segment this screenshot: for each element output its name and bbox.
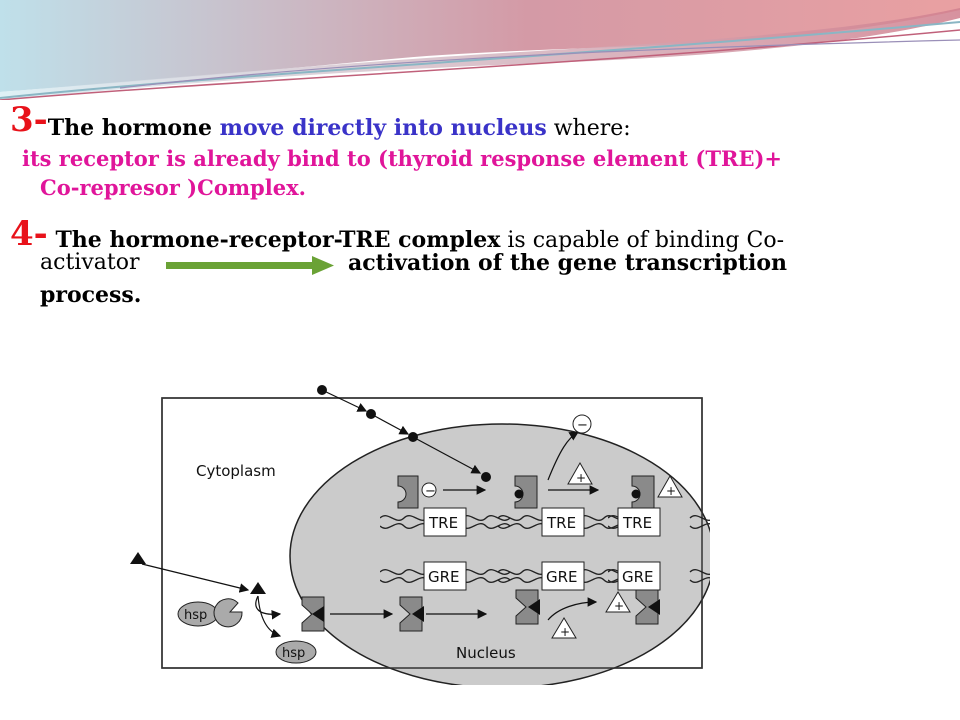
header-wave-decoration [0,0,960,100]
point-4-line: 4- The hormone-receptor-TRE complex is c… [10,214,784,254]
gre-label-2: GRE [546,568,578,586]
plus-sign-1: + [576,471,586,485]
point-3-number: 3- [10,100,48,140]
point-4-complex: The hormone-receptor-TRE complex [47,227,501,253]
point-3-highlight: move directly into nucleus [219,115,547,141]
hsp-label-2: hsp [282,646,305,661]
point-3-where: where: [546,116,631,141]
plus-sign-2: + [666,484,676,498]
nucleus-label: Nucleus [456,644,516,662]
activator-word: activator [40,250,140,275]
minus-sign-2: − [577,418,588,433]
gre-label-1: GRE [428,568,460,586]
point-4-number: 4- [10,214,48,254]
activation-text: activation of the gene transcription [348,250,788,276]
receptor-text-line-2: Co-represor )Complex. [40,175,306,200]
tre-label-2: TRE [546,514,576,532]
green-right-arrow-icon [166,256,334,275]
minus-sign-1: − [425,484,436,499]
point-3-subject: The hormone [47,115,220,141]
hsp-label-1: hsp [184,608,207,623]
gre-label-3: GRE [622,568,654,586]
hormone-action-diagram: Cytoplasm Nucleus TRE − TRE − + TRE + GR… [130,385,710,685]
activator-line: activator activation of the gene transcr… [40,250,860,280]
plus-sign-3: + [560,625,570,639]
receptor-text-line-1: its receptor is already bind to (thyroid… [22,146,782,171]
point-4-binding: is capable of binding Co- [500,228,785,253]
point-3-line: 3-The hormone move directly into nucleus… [10,100,631,141]
tre-label-3: TRE [622,514,652,532]
process-word: process. [40,282,142,308]
cytoplasm-label: Cytoplasm [196,462,276,480]
tre-label-1: TRE [428,514,458,532]
nucleus [289,423,710,685]
plus-sign-4: + [614,599,624,613]
